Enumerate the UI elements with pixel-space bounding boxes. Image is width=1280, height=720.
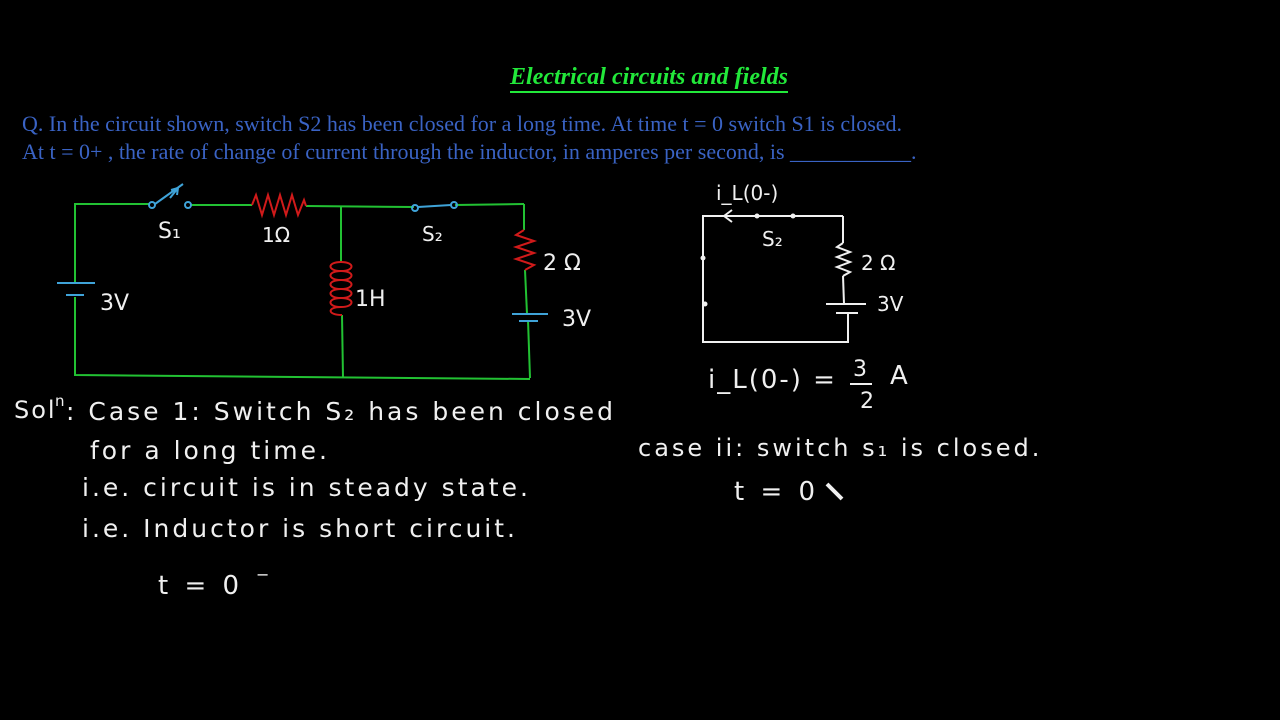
label-right-r: 2 Ω xyxy=(861,251,895,275)
question-text: Q. In the circuit shown, switch S2 has b… xyxy=(22,110,1262,166)
t-zero-minus-sup: − xyxy=(256,565,269,584)
solution-line-3: i.e. circuit is in steady state. xyxy=(82,473,531,502)
solution-prefix: Sol xyxy=(14,396,57,424)
solution-line-4: i.e. Inductor is short circuit. xyxy=(82,514,518,543)
resistor-1-ohm-symbol xyxy=(251,191,307,219)
label-r1: 1Ω xyxy=(262,223,290,247)
label-right-s2: S₂ xyxy=(762,227,783,251)
t-zero-minus: t = 0 xyxy=(158,571,243,601)
question-line-1: Q. In the circuit shown, switch S2 has b… xyxy=(22,111,903,136)
resistor-2-ohm-symbol xyxy=(512,229,538,271)
solution-notes: Sol n : Case 1: Switch S₂ has been close… xyxy=(14,392,616,601)
label-s2: S₂ xyxy=(422,222,443,246)
title-text: Electrical circuits and fields xyxy=(510,64,788,93)
circuit-left-wires xyxy=(74,203,531,380)
label-s1: S₁ xyxy=(158,219,181,244)
page-title: Electrical circuits and fields xyxy=(0,64,1280,93)
label-right-v: 3V xyxy=(877,292,904,316)
label-il-0minus: i_L(0-) xyxy=(716,181,778,205)
circuit-right: i_L(0-) S₂ 2 Ω 3V xyxy=(700,181,904,343)
t-zero-plus: t = 0 xyxy=(734,477,819,507)
circuit-left: S₁ 1Ω S₂ 2 Ω 1H 3V 3V xyxy=(57,183,591,380)
switch-s2-symbol xyxy=(411,201,458,212)
case-2-text: case ii: switch s₁ is closed. xyxy=(638,434,1042,462)
il-unit: A xyxy=(890,361,908,391)
solution-line-1: : Case 1: Switch S₂ has been closed xyxy=(66,397,616,426)
battery-right-symbol xyxy=(512,313,548,322)
question-line-2: At t = 0+ , the rate of change of curren… xyxy=(22,139,917,164)
pen-cursor xyxy=(825,482,844,501)
fraction-numerator: 3 xyxy=(853,357,867,382)
inductor-1h-symbol xyxy=(329,261,353,316)
circuit-right-dots xyxy=(700,213,796,307)
label-v1: 3V xyxy=(100,291,129,316)
notes-right: i_L(0-) = 3 2 A case ii: switch s₁ is cl… xyxy=(638,357,1042,507)
circuit-right-wires xyxy=(702,209,866,343)
solution-prefix-sup: n xyxy=(55,392,65,410)
battery-left-symbol xyxy=(57,282,95,296)
fraction-denominator: 2 xyxy=(860,389,874,414)
switch-s1-symbol xyxy=(148,183,192,209)
il-equation: i_L(0-) = xyxy=(708,365,837,395)
label-r2: 2 Ω xyxy=(543,251,581,276)
solution-line-2: for a long time. xyxy=(90,436,330,465)
label-inductor: 1H xyxy=(355,287,386,312)
label-v2: 3V xyxy=(562,307,591,332)
